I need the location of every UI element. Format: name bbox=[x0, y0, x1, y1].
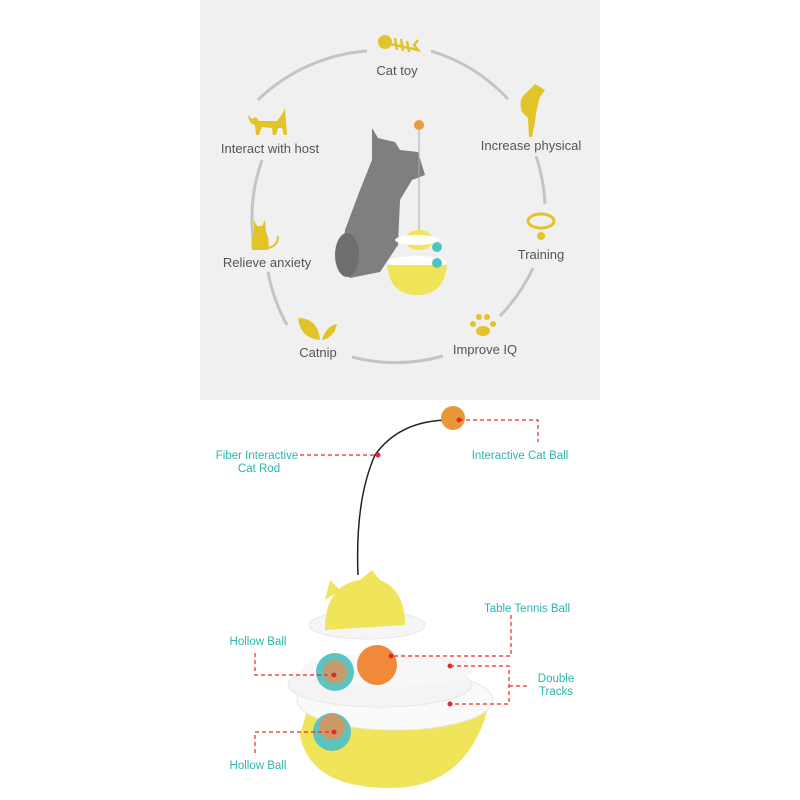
fish-bone-icon bbox=[378, 35, 422, 53]
sitting-cat-icon bbox=[251, 220, 279, 250]
callout-rod-line1: Fiber Interactive bbox=[216, 450, 298, 462]
benefit-label-cat-toy: Cat toy bbox=[376, 63, 418, 78]
callout-rod-line2: Cat Rod bbox=[238, 463, 280, 475]
benefit-label-training: Training bbox=[518, 247, 564, 262]
benefit-ring bbox=[250, 49, 547, 365]
cat-playing-photo bbox=[335, 120, 447, 295]
callout-hollow-ball-bottom: Hollow Ball bbox=[230, 760, 287, 772]
benefit-label-relieve-anxiety: Relieve anxiety bbox=[223, 255, 312, 270]
benefit-label-increase-physical: Increase physical bbox=[481, 138, 582, 153]
callout-hollow-ball-top: Hollow Ball bbox=[230, 636, 287, 648]
paw-print-icon bbox=[470, 314, 496, 336]
benefit-label-interact-with-host: Interact with host bbox=[221, 141, 320, 156]
fiber-rod bbox=[356, 419, 451, 576]
jumping-cat-icon bbox=[520, 84, 545, 137]
benefit-label-improve-iq: Improve IQ bbox=[453, 342, 517, 357]
callout-tracks-line2: Tracks bbox=[539, 686, 573, 698]
walking-cat-icon bbox=[248, 108, 287, 135]
callout-cat-ball: Interactive Cat Ball bbox=[472, 450, 569, 462]
leaf-icon bbox=[298, 318, 337, 340]
callout-tracks-line1: Double bbox=[538, 673, 574, 685]
interactive-cat-ball bbox=[441, 406, 465, 430]
toy-product-drawing bbox=[287, 406, 494, 788]
callout-leaders bbox=[254, 417, 539, 753]
benefit-label-catnip: Catnip bbox=[299, 345, 337, 360]
callout-tennis-ball: Table Tennis Ball bbox=[484, 603, 570, 615]
collar-bell-icon bbox=[526, 212, 556, 240]
table-tennis-ball bbox=[357, 645, 397, 685]
